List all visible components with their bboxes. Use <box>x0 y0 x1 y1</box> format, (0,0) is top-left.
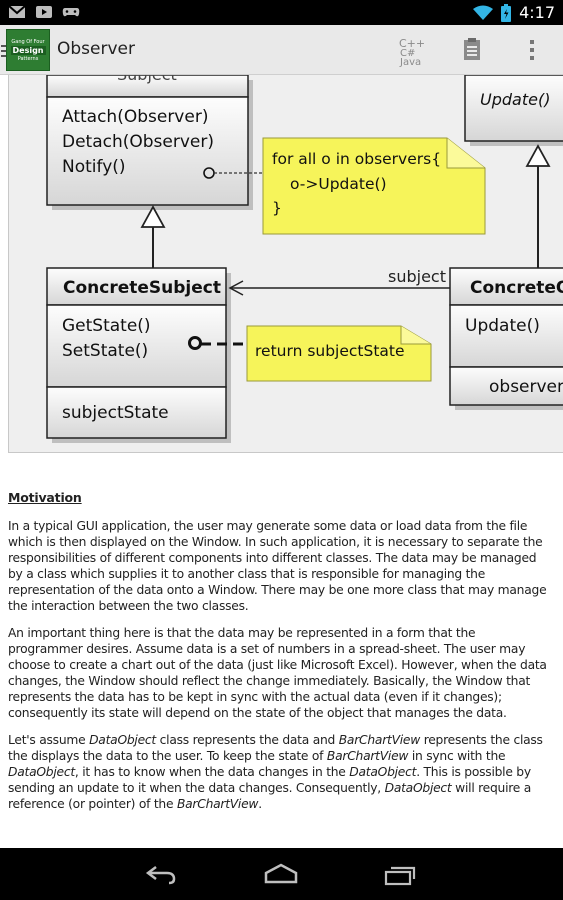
text-run: . This is possible by sending an update … <box>8 765 531 795</box>
text-run: . <box>258 797 262 811</box>
concrete-subject-class: ConcreteSubject GetState() SetState() su… <box>46 267 231 443</box>
class-name-emphasis: DataObject <box>8 765 75 779</box>
paragraph: In a typical GUI application, the user m… <box>8 519 547 613</box>
recent-apps-icon[interactable] <box>383 861 419 887</box>
status-bar: 4:17 <box>0 0 563 25</box>
uml-diagram: Subject Attach(Observer) Detach(Observer… <box>8 75 563 453</box>
observer-class: Update() <box>464 75 563 146</box>
inheritance-arrow-icon <box>525 144 551 167</box>
section-heading: Motivation <box>8 490 82 505</box>
svg-text:C#: C# <box>400 48 415 59</box>
text-run: represents the class the displays the da… <box>8 733 543 763</box>
app-logo[interactable]: Gang Of Four Design Patterns <box>6 29 50 71</box>
concrete-observer-name: ConcreteO <box>470 278 563 298</box>
logo-line-top: Gang Of Four <box>11 38 45 45</box>
note-line: for all o in observers{ <box>272 150 441 168</box>
home-icon[interactable] <box>263 861 299 887</box>
association-arrow-icon <box>228 280 244 296</box>
code-language-icon[interactable]: C++ C# Java <box>393 33 427 67</box>
observer-method: Update() <box>480 90 550 109</box>
menu-caret-icon[interactable] <box>1 45 6 57</box>
concrete-subject-method: GetState() <box>62 316 151 336</box>
paragraph: An important thing here is that the data… <box>8 626 547 720</box>
subject-method: Notify() <box>62 157 126 177</box>
action-bar: Gang Of Four Design Patterns Observer C+… <box>0 25 563 75</box>
class-name-emphasis: DataObject <box>349 765 417 779</box>
note-line: o->Update() <box>290 175 387 193</box>
concrete-observer-class: ConcreteO Update() observer <box>449 267 563 410</box>
svg-text:Java: Java <box>399 57 421 67</box>
association-label: subject <box>388 267 446 286</box>
class-name-emphasis: DataObject <box>384 781 452 795</box>
clipboard-icon[interactable] <box>455 33 489 67</box>
page-title: Observer <box>57 39 135 59</box>
note-line: return subjectState <box>255 342 405 360</box>
class-name-emphasis: BarChartView <box>176 797 259 811</box>
svg-text:C++: C++ <box>399 37 425 50</box>
overflow-menu-icon[interactable] <box>515 33 549 67</box>
getstate-note: return subjectState <box>246 325 432 382</box>
youtube-icon <box>36 6 52 18</box>
article-body: Motivation In a typical GUI application,… <box>8 490 548 823</box>
subject-class-name: Subject <box>117 75 177 84</box>
concrete-subject-attribute: subjectState <box>62 403 169 423</box>
text-run: , it has to know when the data changes i… <box>74 765 350 779</box>
navigation-bar <box>0 848 563 900</box>
subject-method: Attach(Observer) <box>62 107 208 127</box>
concrete-subject-method: SetState() <box>62 341 148 361</box>
back-icon[interactable] <box>143 861 179 887</box>
gmail-icon <box>8 5 26 18</box>
subject-class: Subject Attach(Observer) Detach(Observer… <box>46 75 253 210</box>
text-run: Let's assume <box>8 733 90 747</box>
class-name-emphasis: BarChartView <box>338 733 421 747</box>
concrete-observer-method: Update() <box>465 316 540 336</box>
logo-line-middle: Design <box>10 45 46 55</box>
notification-icons <box>8 5 80 19</box>
subject-method: Detach(Observer) <box>62 132 214 152</box>
text-run: will require a reference (or pointer) of… <box>8 781 532 811</box>
inheritance-arrow-icon <box>140 205 166 228</box>
battery-icon <box>501 3 512 22</box>
notify-note: for all o in observers{ o->Update() } <box>262 137 486 235</box>
system-icons: 4:17 <box>473 3 555 22</box>
concrete-subject-name: ConcreteSubject <box>63 278 221 298</box>
wifi-icon <box>473 5 494 20</box>
text-run: class represents the data and <box>156 733 339 747</box>
note-line: } <box>272 199 282 217</box>
class-name-emphasis: DataObject <box>89 733 156 747</box>
paragraph: Let's assume DataObject class represents… <box>8 732 548 812</box>
status-clock: 4:17 <box>519 3 555 22</box>
game-controller-icon <box>62 8 80 17</box>
text-run: in sync with the <box>408 749 506 763</box>
logo-line-bottom: Patterns <box>17 55 39 62</box>
class-name-emphasis: BarChartView <box>326 749 409 763</box>
concrete-observer-attribute: observer <box>489 377 563 397</box>
note-anchor-icon <box>188 336 202 350</box>
